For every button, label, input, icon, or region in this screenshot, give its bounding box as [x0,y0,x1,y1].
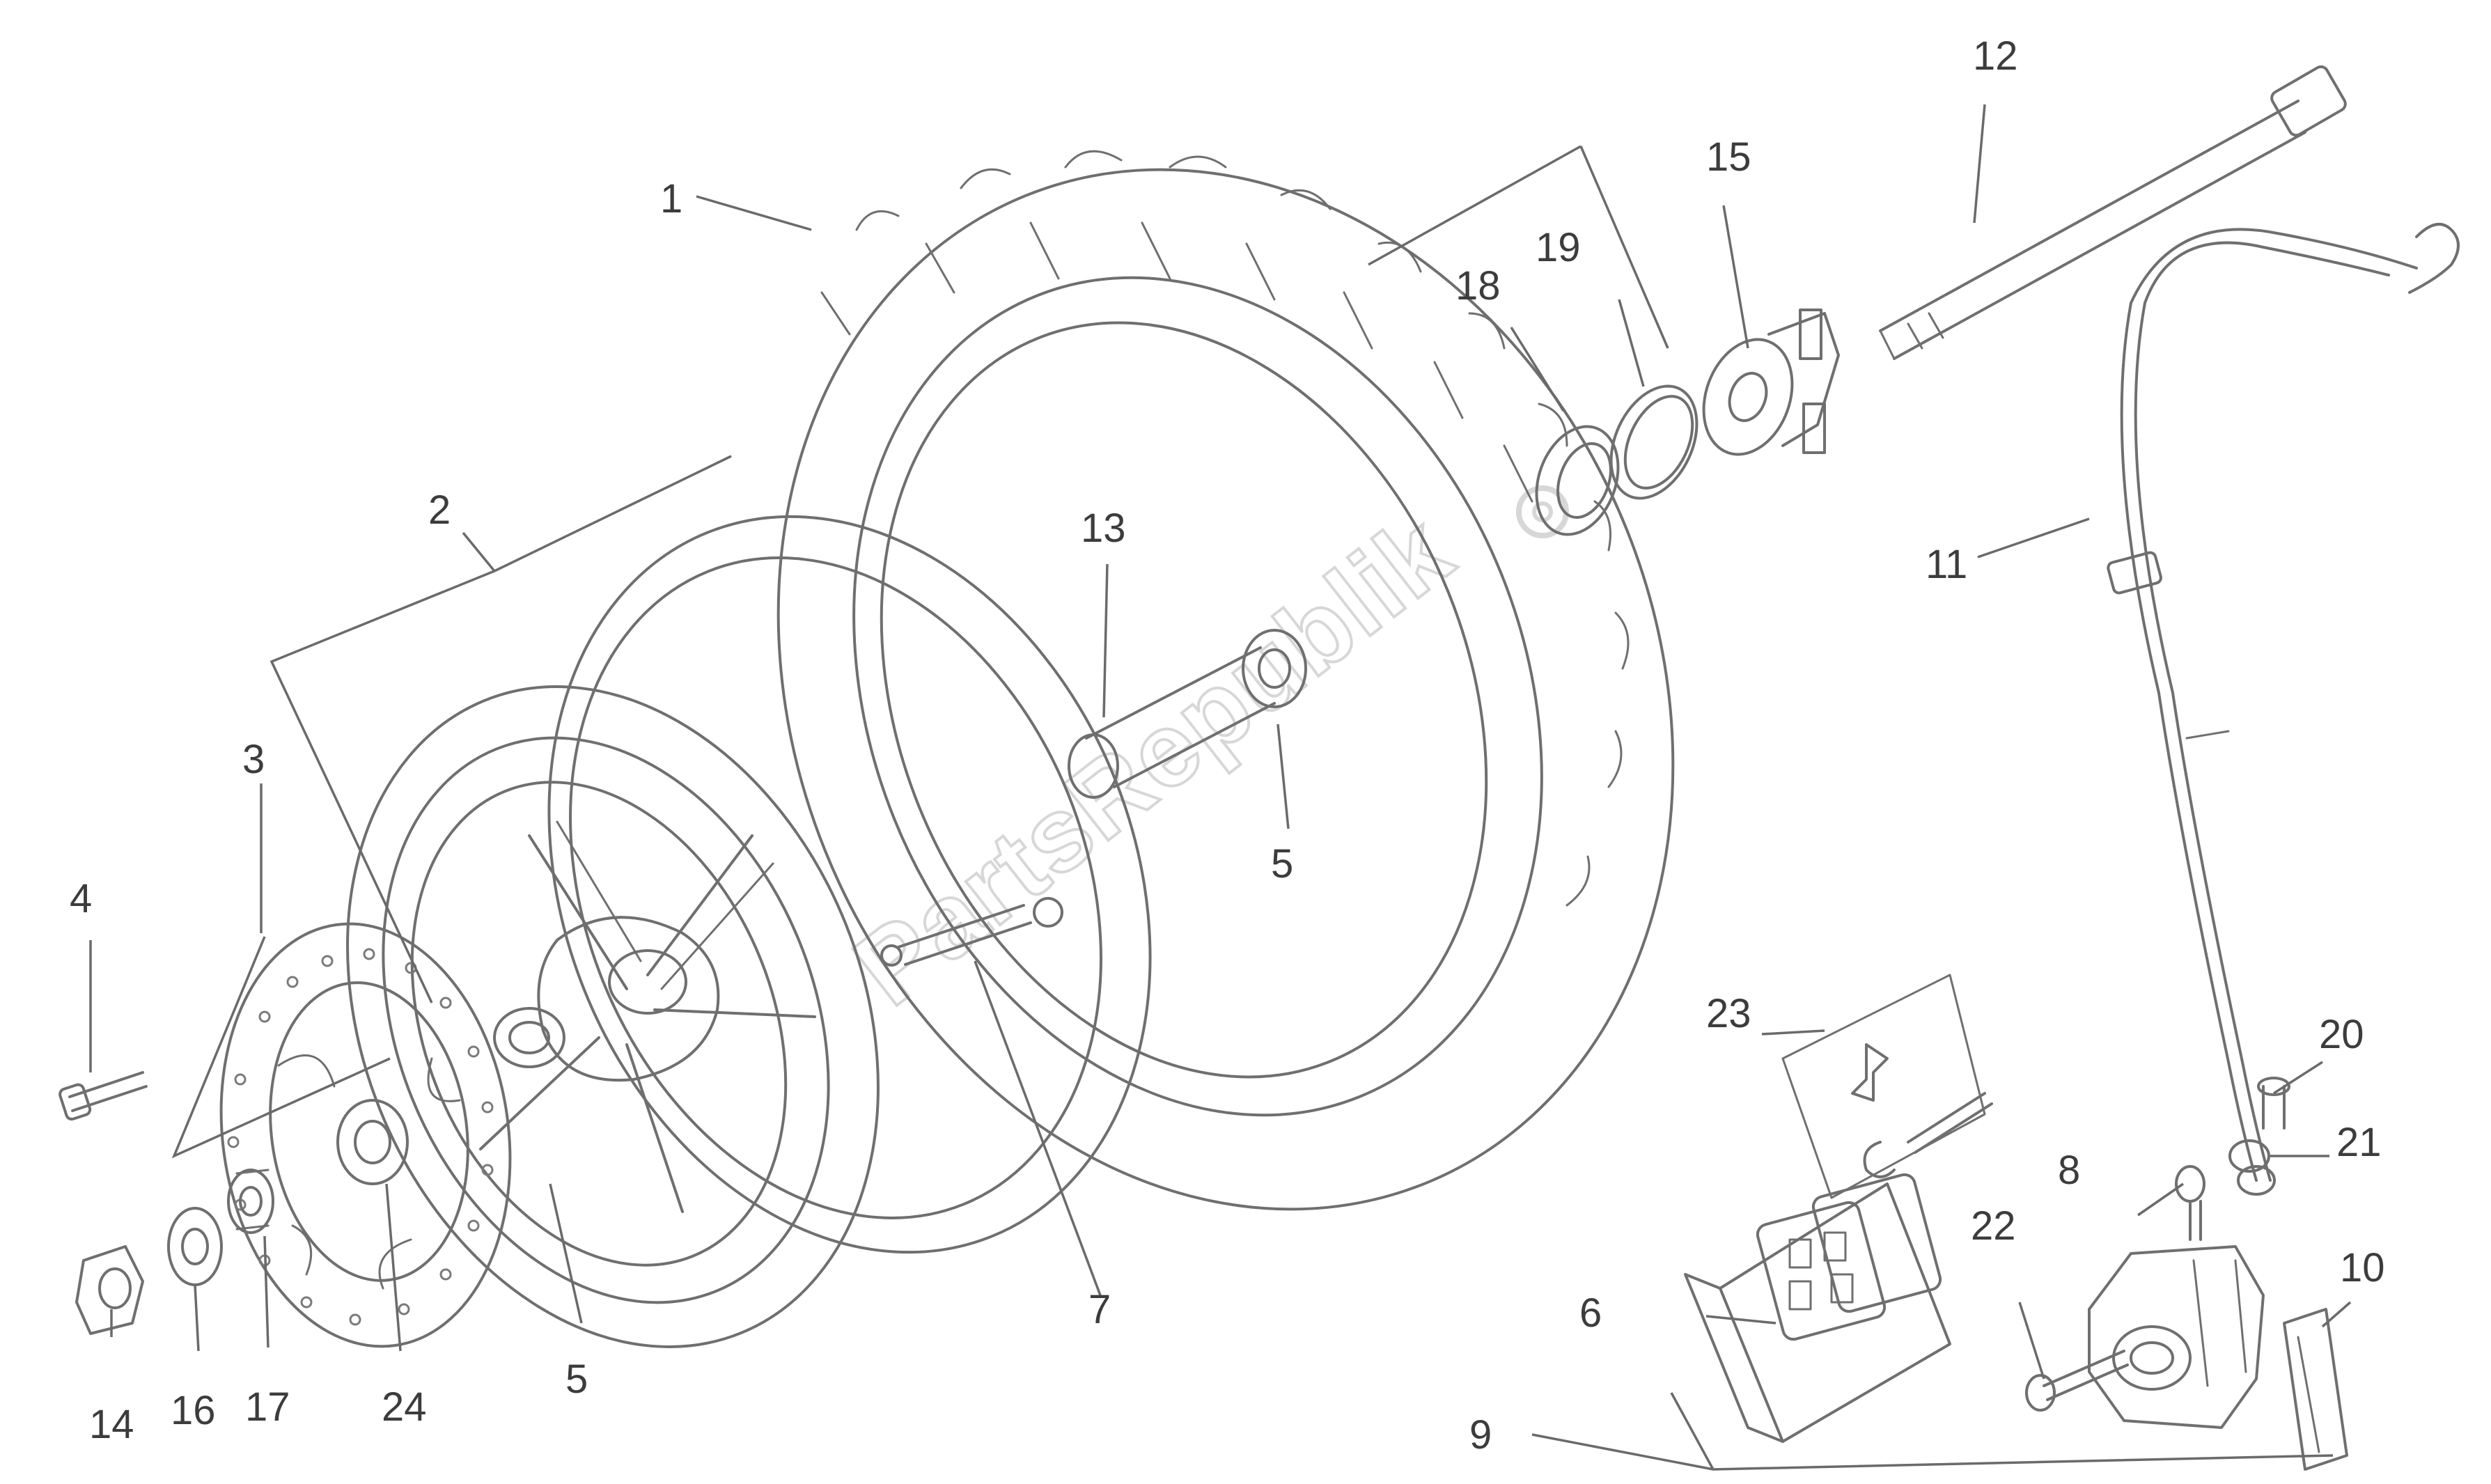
callout-3: 3 [242,737,265,782]
watermark-text: PartsRepublik [833,492,1473,1027]
tyre [776,150,1675,1211]
disc-screw [58,1071,148,1121]
callout-4: 4 [70,876,92,921]
caliper-bolt [2025,1350,2129,1412]
callout-22: 22 [1971,1203,2016,1249]
axle-nut [75,1245,144,1335]
callout-17: 17 [245,1384,290,1430]
callout-16: 16 [171,1388,216,1433]
callout-13: 13 [1081,506,1126,551]
speedometer-drive [1702,308,1840,456]
pad-spring-pin-kit [1781,974,1993,1199]
brake-caliper [2088,1245,2265,1429]
brake-pads [1684,1173,1951,1443]
brake-hose [2107,223,2460,1182]
callout-5-lower: 5 [565,1357,588,1402]
callout-23: 23 [1706,991,1751,1036]
callout-18: 18 [1455,263,1501,308]
callout-24: 24 [382,1384,427,1430]
valve [880,897,1063,967]
callout-12: 12 [1973,33,2018,79]
spacer-bush [227,1169,274,1234]
callout-2: 2 [428,487,451,533]
callout-labels: 1 2 3 4 5 5 6 7 8 9 10 11 12 13 14 15 16… [70,33,2385,1458]
callout-21: 21 [2336,1120,2382,1165]
spacer-tube [1068,646,1276,799]
callout-6: 6 [1579,1290,1602,1336]
callout-9: 9 [1469,1412,1492,1458]
washer [167,1207,223,1286]
callout-10: 10 [2340,1245,2385,1290]
callout-19: 19 [1536,225,1581,270]
disc-hub [336,1099,409,1185]
bearing-upper [1242,629,1307,708]
callout-5-upper: 5 [1271,841,1293,887]
drive-ring [1535,425,1620,536]
callout-8: 8 [2058,1148,2080,1193]
leader-lines [89,104,2352,1471]
seal-ring [1609,384,1699,500]
wheel-rim [346,515,1152,1348]
callout-20: 20 [2319,1012,2364,1057]
watermark: PartsRepublik [831,490,1474,1029]
callout-14: 14 [89,1402,134,1447]
caliper-insert [2283,1308,2348,1471]
banjo-bolt [2257,1077,2290,1130]
brake-disc [219,922,512,1348]
bleed-valve [2175,1165,2205,1241]
copper-washer [2228,1139,2276,1196]
wheel-axle [1879,65,2347,360]
callout-15: 15 [1706,134,1751,180]
callout-1: 1 [660,176,682,221]
callout-11: 11 [1926,542,1967,587]
callout-7: 7 [1088,1287,1111,1332]
